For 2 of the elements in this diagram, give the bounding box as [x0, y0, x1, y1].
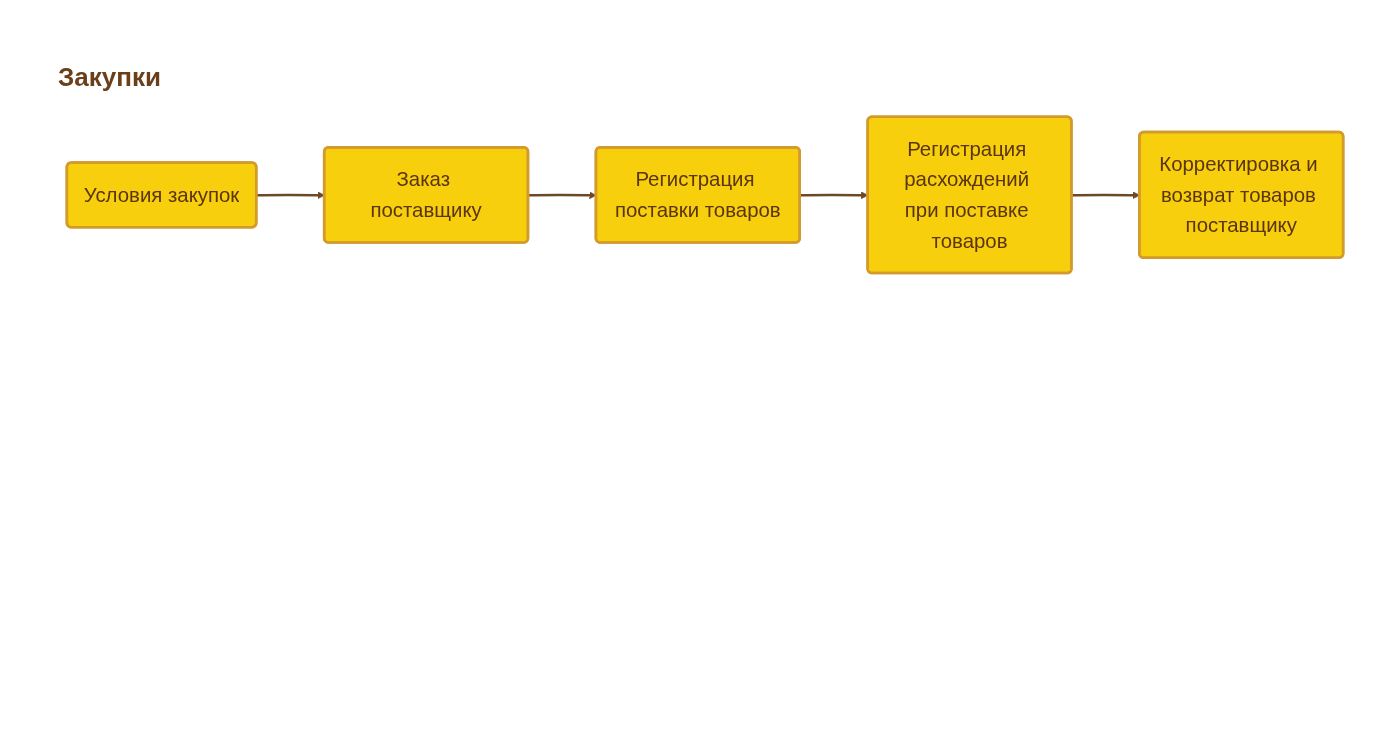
diagram-title: Закупки	[58, 62, 161, 93]
arrow	[256, 191, 325, 199]
